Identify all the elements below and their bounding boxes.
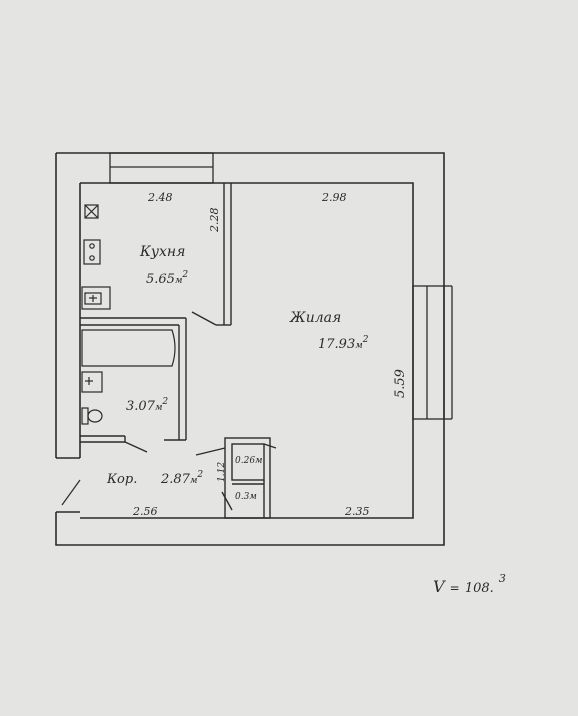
kitchen-area-label: 5.65м2: [146, 270, 188, 287]
living-area: 17.93: [318, 337, 355, 352]
closet-a-unit: м: [255, 456, 262, 466]
kitchen-sink: [81, 286, 111, 310]
svg-text:5.65м2: 5.65м2: [146, 270, 188, 287]
bath-area-unit: м: [155, 403, 162, 413]
kitchen-appliance: [83, 239, 101, 265]
kitchen-area: 5.65: [146, 272, 175, 287]
living-name: Жилая: [289, 310, 341, 326]
dim-kitchen-depth: 2.28: [208, 208, 221, 234]
volume-value: 108.: [465, 581, 494, 596]
kitchen-name: Кухня: [139, 244, 185, 260]
stove: [84, 204, 99, 219]
kitchen-area-unit: м: [175, 276, 182, 286]
living-area-unit: м: [355, 341, 362, 351]
volume-sup: 3: [499, 572, 506, 585]
svg-text:0.26м: 0.26м: [235, 456, 263, 466]
toilet: [81, 407, 103, 425]
closet-b-unit: м: [249, 492, 256, 502]
corridor-area: 2.87: [160, 472, 191, 487]
dim-corridor-width: 2.56: [132, 505, 158, 518]
closet-b-area: 0.3: [235, 492, 250, 502]
washbasin: [81, 371, 103, 393]
volume-label: V: [433, 577, 446, 596]
dim-living-width-top: 2.98: [321, 191, 347, 204]
svg-text:2.87м2: 2.87м2: [160, 470, 203, 487]
volume-eq: =: [450, 581, 460, 595]
bathtub: [81, 329, 176, 367]
dim-kitchen-width: 2.48: [147, 191, 173, 204]
kitchen-partition: [191, 183, 232, 326]
bath-area: 3.07: [126, 399, 156, 414]
dim-living-width-bottom: 2.35: [344, 505, 370, 518]
corridor-name: Кор.: [106, 472, 137, 487]
closet-a-area: 0.26: [235, 456, 255, 466]
closet-walls: [195, 437, 277, 519]
right-window: [412, 285, 453, 420]
bathroom-walls: [80, 317, 187, 453]
top-window: [109, 152, 214, 184]
svg-text:0.3м: 0.3м: [235, 492, 257, 502]
dim-living-height: 5.59: [393, 369, 408, 398]
svg-text:3.07м2: 3.07м2: [126, 397, 168, 414]
corridor-area-unit: м: [190, 476, 197, 486]
volume-annotation: V = 108. 3: [433, 572, 506, 596]
svg-text:17.93м2: 17.93м2: [318, 335, 369, 352]
dim-corridor-depth: 1.12: [217, 462, 227, 482]
entrance-door: [61, 479, 81, 506]
